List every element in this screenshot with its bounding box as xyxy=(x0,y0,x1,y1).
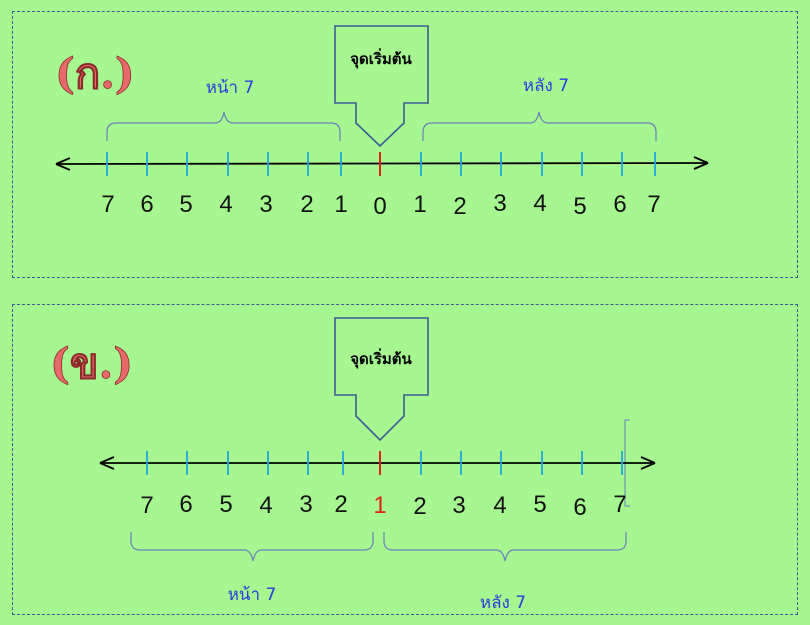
tick-label: 4 xyxy=(493,492,506,519)
number-line-a-axis xyxy=(57,162,707,165)
start-point-callout-b xyxy=(334,317,429,442)
arrow-right-a-icon xyxy=(693,156,709,170)
brace-before-b xyxy=(130,532,374,562)
tick-label: 5 xyxy=(533,491,546,518)
tick-label: 5 xyxy=(179,191,192,218)
number-line-a-ticks xyxy=(106,152,656,176)
start-point-callout-b-text: จุดเริ่มต้น xyxy=(350,348,412,369)
tick-label: 5 xyxy=(219,491,232,518)
start-point-callout-a-text: จุดเริ่มต้น xyxy=(350,48,412,69)
arrow-right-b-icon xyxy=(640,456,656,470)
tick-label: 3 xyxy=(299,491,312,518)
brace-after-a xyxy=(422,111,657,141)
tick-label: 3 xyxy=(493,190,506,217)
brace-after-a-label: หลัง 7 xyxy=(523,76,569,96)
tick-label: 7 xyxy=(140,492,153,519)
tick-label: 3 xyxy=(452,492,465,519)
tick-label: 6 xyxy=(573,494,586,521)
tick-label: 4 xyxy=(219,191,232,218)
tick-label: 2 xyxy=(334,491,347,518)
brace-before-a-label: หน้า 7 xyxy=(206,78,255,98)
number-line-b-labels: 7 6 5 4 3 2 1 2 3 4 5 6 7 xyxy=(140,491,626,521)
arrow-left-a-icon xyxy=(55,157,71,171)
tick-label: 6 xyxy=(140,191,153,218)
center-tick-label: 0 xyxy=(373,193,386,220)
tick-label: 2 xyxy=(453,193,466,220)
tick-label: 2 xyxy=(413,493,426,520)
tick-label: 3 xyxy=(259,191,272,218)
tick-label: 4 xyxy=(259,492,272,519)
tick-label: 6 xyxy=(613,191,626,218)
tick-label: 7 xyxy=(613,491,626,518)
tick-label: 7 xyxy=(647,191,660,218)
start-point-callout-a xyxy=(334,25,429,148)
number-line-panel-b xyxy=(12,304,798,615)
tick-label: 1 xyxy=(413,191,426,218)
arrow-left-b-icon xyxy=(99,456,115,470)
panel-a-id-label: (ก.) xyxy=(55,49,135,98)
number-line-b-ticks xyxy=(146,451,623,475)
center-tick-label: 1 xyxy=(373,492,386,519)
number-line-a-labels: 7 6 5 4 3 2 1 0 1 2 3 4 5 6 7 xyxy=(101,190,660,220)
number-line-panel-a xyxy=(12,11,798,278)
tick-label: 1 xyxy=(334,191,347,218)
brace-after-b-label: หลัง 7 xyxy=(480,593,526,613)
tick-label: 5 xyxy=(573,193,586,220)
panel-b-id-label: (ข.) xyxy=(50,339,133,388)
brace-after-b xyxy=(383,532,627,562)
tick-label: 2 xyxy=(300,191,313,218)
tick-label: 4 xyxy=(533,190,546,217)
tick-label: 7 xyxy=(101,191,114,218)
tick-label: 6 xyxy=(179,491,192,518)
brace-before-a xyxy=(106,111,341,141)
brace-before-b-label: หน้า 7 xyxy=(228,585,277,605)
